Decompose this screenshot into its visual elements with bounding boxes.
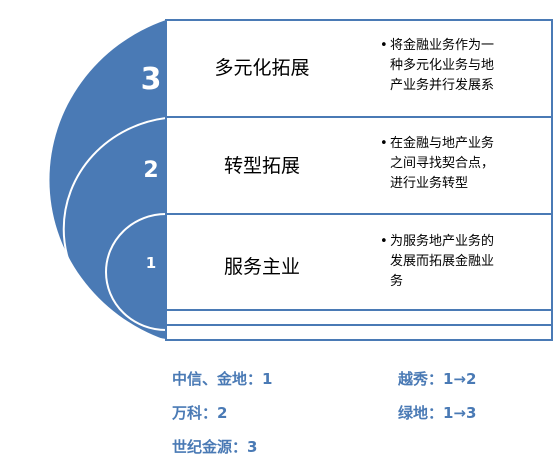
legend-citic-jindi: 中信、金地：1: [172, 370, 273, 388]
desc-line: 发展而拓展金融业: [390, 254, 495, 269]
bullet-icon: •: [380, 38, 388, 53]
legend-shiji-jinyuan: 世纪金源：3: [172, 438, 258, 456]
row-1-box: [165, 213, 553, 311]
desc-line: 务: [390, 274, 404, 289]
outer-half-disc: [49, 20, 166, 340]
row-label-1: 服务主业: [223, 256, 300, 278]
row-base-1: [165, 309, 553, 326]
legend-greenland: 绿地：1→3: [398, 404, 477, 422]
row-2-description: • 在金融与地产业务 之间寻找契合点， 进行业务转型: [380, 134, 495, 194]
level-number-2: 2: [143, 158, 159, 183]
bullet-icon: •: [380, 234, 388, 249]
row-label-2: 转型拓展: [223, 155, 300, 177]
desc-line: 产业务并行发展系: [390, 78, 495, 93]
bullet-icon: •: [380, 136, 388, 151]
desc-line: 将金融业务作为一: [390, 38, 495, 53]
desc-line: 为服务地产业务的: [390, 234, 495, 249]
row-2-box: [165, 116, 553, 215]
level-number-1: 1: [145, 254, 157, 272]
desc-line: 进行业务转型: [390, 176, 469, 191]
row-3-box: [165, 19, 553, 118]
row-base-2: [165, 324, 553, 341]
row-label-3: 多元化拓展: [214, 57, 310, 79]
middle-arc: [62, 117, 167, 341]
legend-yuexiu: 越秀：1→2: [398, 370, 477, 388]
row-3-description: • 将金融业务作为一 种多元化业务与地 产业务并行发展系: [380, 36, 495, 96]
desc-line: 在金融与地产业务: [390, 136, 495, 151]
desc-line: 之间寻找契合点，: [390, 156, 495, 171]
level-number-3: 3: [140, 62, 162, 97]
legend-vanke: 万科：2: [172, 404, 228, 422]
inner-arc: [105, 213, 167, 331]
desc-line: 种多元化业务与地: [390, 58, 495, 73]
row-1-description: • 为服务地产业务的 发展而拓展金融业 务: [380, 232, 495, 292]
